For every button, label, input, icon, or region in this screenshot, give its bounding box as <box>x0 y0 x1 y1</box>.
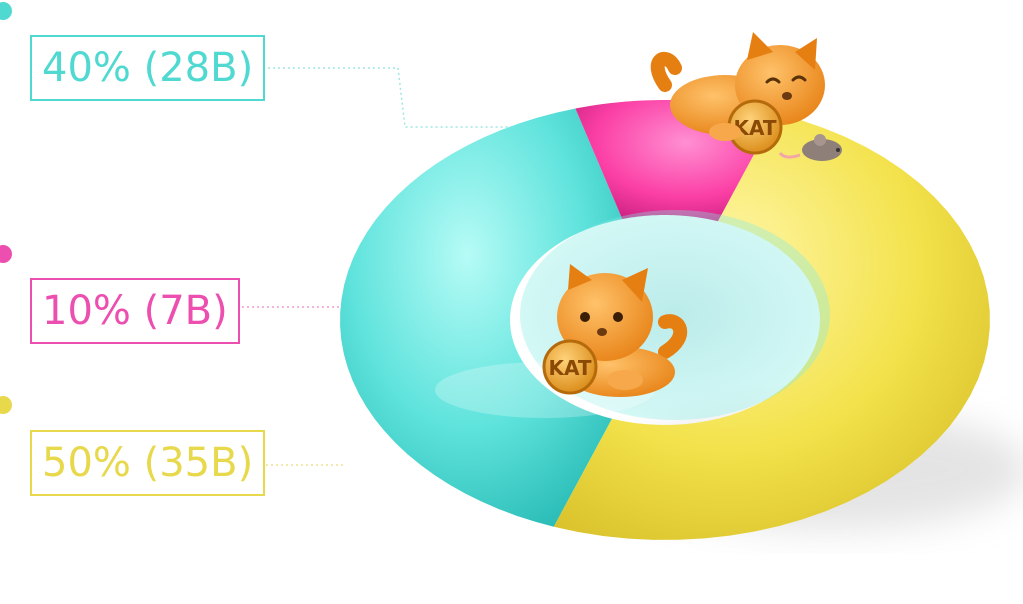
donut-body <box>340 100 990 540</box>
legend-dot-yellow <box>0 396 12 414</box>
legend-dot-cyan <box>0 2 12 20</box>
legend-dot-pink <box>0 245 12 263</box>
coin-badge <box>542 339 598 395</box>
donut-segment-yellow <box>553 113 990 540</box>
slice-label-pink: 10% (7B) <box>30 278 240 344</box>
leader-line-cyan <box>268 67 565 128</box>
slice-label-cyan: 40% (28B) <box>30 35 266 101</box>
mouse-toy-icon <box>778 134 842 161</box>
cat-mascot-icon: KAT <box>542 264 688 397</box>
slice-label-yellow: 50% (35B) <box>30 430 266 496</box>
cat-mascot-icon: KAT <box>650 32 825 155</box>
coin-badge-text: KAT <box>548 356 591 380</box>
coin-badge-text: KAT <box>733 116 776 140</box>
donut-segment-cyan <box>340 108 623 527</box>
